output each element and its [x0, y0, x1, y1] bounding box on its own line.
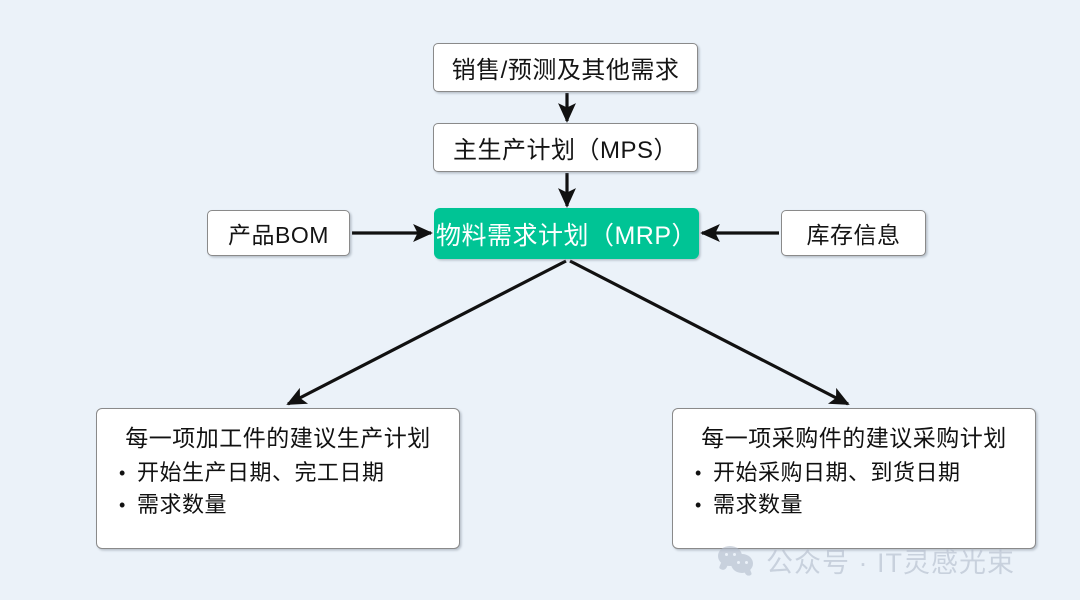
node-label: 主生产计划（MPS） [452, 137, 678, 164]
node-product-bom[interactable]: 产品BOM [207, 210, 350, 256]
list-item: 需求数量 [115, 489, 441, 521]
node-purchase-plan-output[interactable]: 每一项采购件的建议采购计划 开始采购日期、到货日期 需求数量 [672, 408, 1036, 549]
node-label: 产品BOM [228, 222, 329, 248]
arrow-mrp-to-purchase-plan [569, 259, 850, 406]
production-plan-title: 每一项加工件的建议生产计划 [125, 425, 431, 451]
node-label: 物料需求计划（MRP） [435, 221, 698, 250]
production-plan-list: 开始生产日期、完工日期 需求数量 [115, 457, 441, 521]
purchase-plan-title: 每一项采购件的建议采购计划 [701, 425, 1007, 451]
node-inventory-information[interactable]: 库存信息 [781, 210, 926, 256]
list-item: 开始采购日期、到货日期 [691, 457, 1017, 489]
wechat-dot [725, 552, 728, 556]
wechat-dot [733, 552, 736, 556]
node-production-plan-output[interactable]: 每一项加工件的建议生产计划 开始生产日期、完工日期 需求数量 [96, 408, 460, 549]
node-label: 销售/预测及其他需求 [451, 57, 680, 84]
node-label: 库存信息 [806, 222, 901, 248]
node-sales-forecast-demand[interactable]: 销售/预测及其他需求 [433, 43, 698, 92]
wechat-icon [718, 545, 756, 576]
wechat-dot [737, 560, 740, 564]
list-item: 开始生产日期、完工日期 [115, 457, 441, 489]
arrow-mrp-to-production-plan [286, 259, 567, 406]
node-master-production-schedule[interactable]: 主生产计划（MPS） [433, 123, 698, 172]
purchase-plan-list: 开始采购日期、到货日期 需求数量 [691, 457, 1017, 521]
list-item: 需求数量 [691, 489, 1017, 521]
wechat-dot [745, 560, 748, 564]
wechat-bubble-small [731, 553, 753, 573]
node-material-requirements-planning[interactable]: 物料需求计划（MRP） [434, 208, 699, 259]
